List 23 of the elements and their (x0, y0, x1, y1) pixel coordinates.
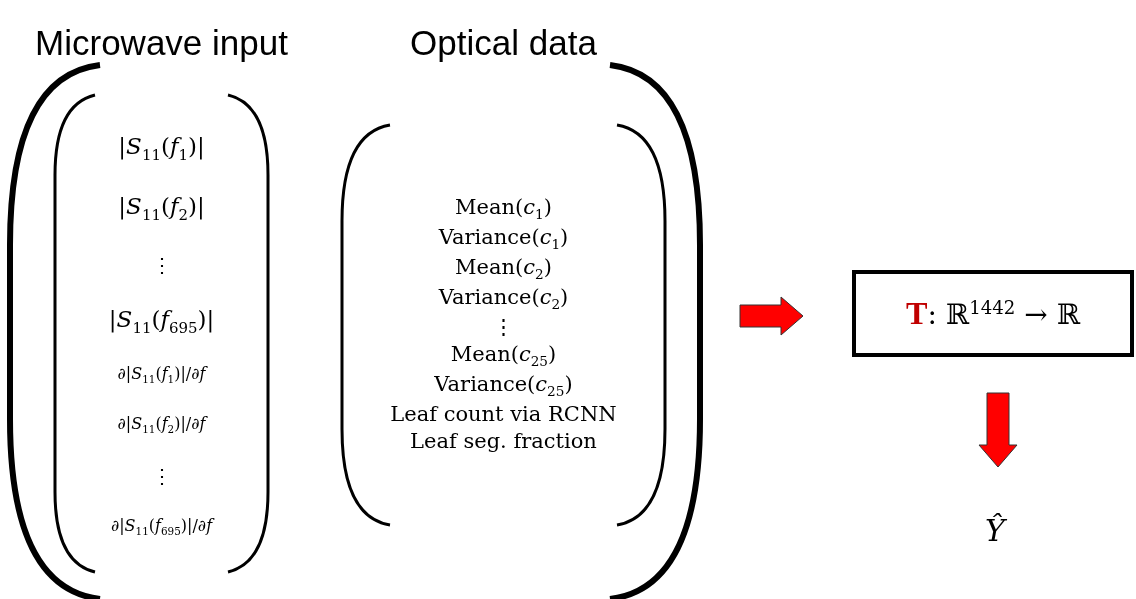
formula-text: Mean(c$_{1}$) (455, 194, 552, 225)
column-heading: Optical data (410, 23, 597, 63)
block-arrow (978, 392, 1018, 468)
ellipsis-mark: ⋮ (151, 251, 172, 278)
block-arrow (739, 296, 804, 336)
formula-text: Leaf seg. fraction (410, 428, 597, 456)
formula-text: ∂|S$_{11}$(f$_{2}$)|/∂f (117, 413, 206, 437)
formula-text: |S$_{11}$(f$_{695}$)| (108, 304, 215, 338)
formula-text: |S$_{11}$(f$_{1}$)| (118, 132, 205, 166)
ellipsis-mark: Ŷ (985, 511, 1005, 550)
formula-text: Variance(c$_{2}$) (438, 284, 569, 314)
ellipsis-mark: ⋮ (493, 314, 514, 341)
formula-text: ∂|S$_{11}$(f$_{695}$)|/∂f (110, 515, 213, 539)
formula-text: Variance(c$_{25}$) (434, 371, 573, 402)
formula-text: |S$_{11}$(f$_{2}$)| (118, 192, 205, 226)
column-heading: Microwave input (35, 23, 288, 63)
formula-text: ∂|S$_{11}$(f$_{1}$)|/∂f (117, 364, 206, 388)
ellipsis-mark: ⋮ (151, 463, 172, 490)
formula-text: Mean(c$_{25}$) (450, 341, 557, 372)
formula-text: Mean(c$_{2}$) (455, 254, 552, 285)
formula-text: Variance(c$_{1}$) (438, 224, 569, 255)
formula-text: T: ℝ$^{1442}$ → ℝ (906, 293, 1080, 333)
formula-text: Leaf count via RCNN (390, 401, 617, 429)
